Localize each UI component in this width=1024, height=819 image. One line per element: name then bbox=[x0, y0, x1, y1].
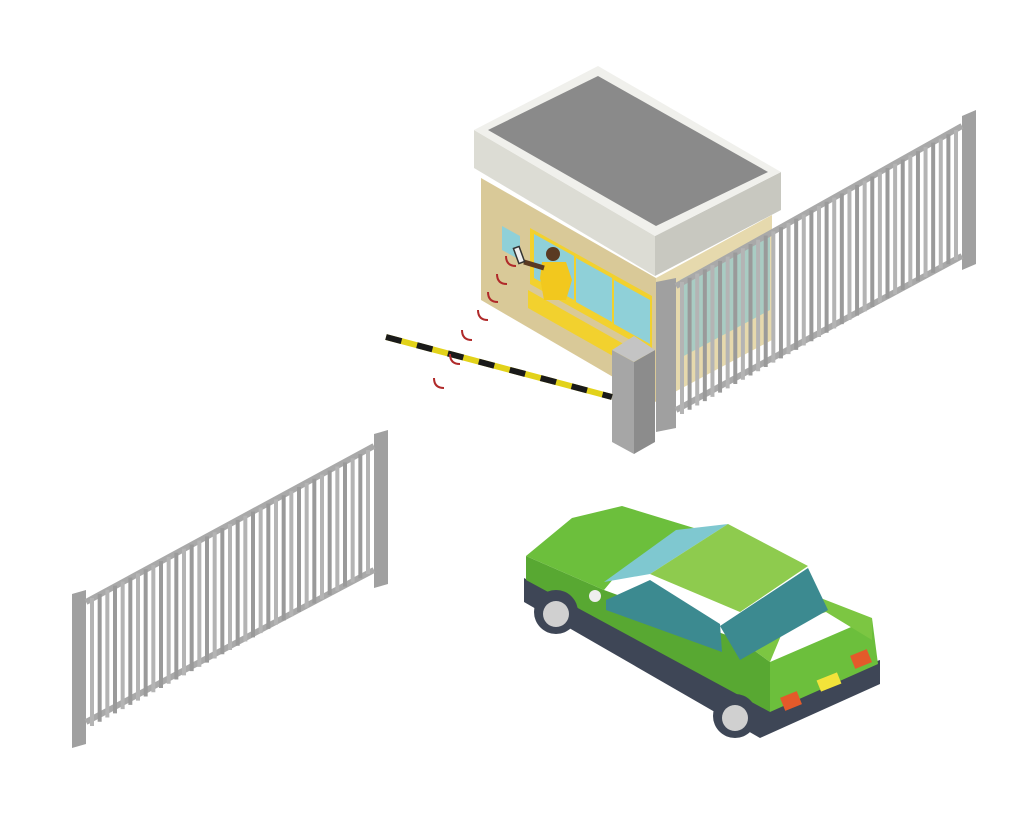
rear-wheel bbox=[713, 694, 757, 738]
guard-arm bbox=[523, 259, 545, 271]
roof-rim-left bbox=[474, 130, 655, 276]
right-fence bbox=[656, 110, 976, 432]
signal-wave-arc bbox=[505, 255, 517, 267]
signal-wave-arc bbox=[433, 377, 445, 389]
scanner-device bbox=[512, 245, 526, 265]
front-rim bbox=[543, 601, 569, 627]
rear-light-left bbox=[780, 691, 802, 711]
signal-wave-arc bbox=[461, 329, 473, 341]
barrier-arm bbox=[385, 334, 613, 400]
booth-window-right bbox=[614, 280, 650, 344]
signal-waves bbox=[433, 255, 517, 389]
booth-roof bbox=[474, 66, 781, 276]
barrier-pillar bbox=[612, 336, 655, 454]
car-lower-side bbox=[524, 578, 760, 738]
signal-wave-arc bbox=[477, 309, 489, 321]
security-guard bbox=[512, 245, 572, 300]
right-fence-post-right bbox=[962, 110, 976, 270]
car-hood bbox=[526, 506, 694, 590]
headlight bbox=[589, 590, 601, 602]
left-fence bbox=[72, 430, 388, 748]
car-rear-window bbox=[720, 568, 828, 660]
green-car bbox=[524, 506, 880, 738]
roof-rim-right bbox=[655, 172, 781, 276]
pillar-front bbox=[612, 350, 634, 454]
pillar-side bbox=[634, 350, 655, 454]
car-roof bbox=[650, 524, 808, 612]
signal-wave-arc bbox=[487, 291, 499, 303]
guard-shirt bbox=[540, 262, 572, 300]
right-fence-post-left bbox=[656, 278, 676, 432]
car-side bbox=[526, 556, 770, 712]
signal-wave-arc bbox=[449, 353, 461, 365]
car-side-windows bbox=[606, 580, 722, 652]
booth-window-mid bbox=[576, 258, 612, 322]
rear-light-right bbox=[850, 649, 872, 669]
left-fence-post-right bbox=[374, 430, 388, 588]
car-rear bbox=[770, 618, 878, 712]
signal-wave-arc bbox=[496, 273, 508, 285]
guard-head bbox=[546, 247, 560, 261]
car-rear-bumper bbox=[760, 660, 880, 738]
barrier-arm-stripes bbox=[385, 334, 613, 400]
car-windshield bbox=[604, 524, 728, 582]
license-plate bbox=[816, 672, 842, 692]
car-trunk bbox=[740, 590, 872, 662]
booth-right-window bbox=[680, 232, 770, 358]
pillar-top bbox=[612, 336, 655, 362]
left-fence-post-left bbox=[72, 590, 86, 748]
rear-rim bbox=[722, 705, 748, 731]
roof-top bbox=[488, 76, 768, 226]
front-wheel bbox=[534, 590, 578, 634]
